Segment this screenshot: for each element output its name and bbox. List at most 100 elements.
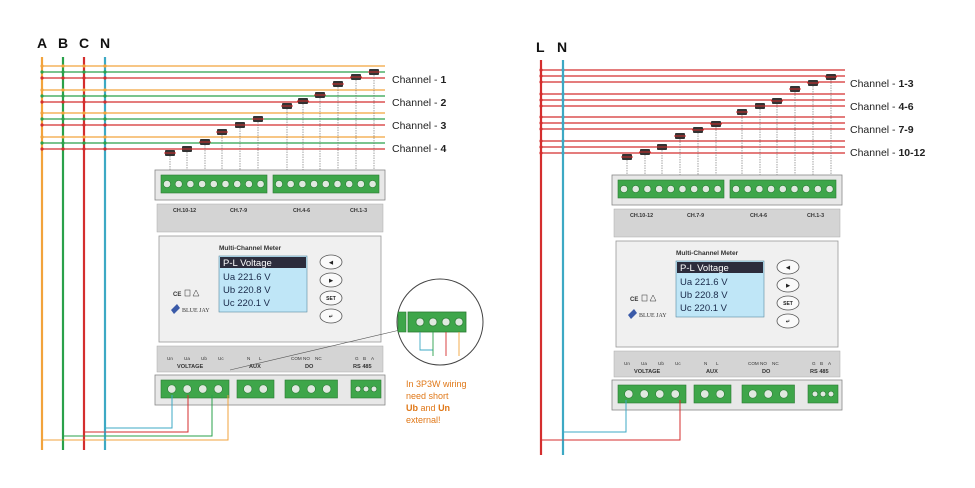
terminal-screw — [291, 384, 301, 394]
lcd-row-header: P-L Voltage — [223, 258, 272, 269]
tap-dot — [61, 100, 65, 104]
set-button[interactable] — [319, 290, 343, 306]
tap-dot — [82, 100, 86, 104]
terminal-screw — [298, 180, 307, 188]
top-label-strip — [613, 208, 841, 238]
aux-terminal-label: N — [247, 356, 250, 361]
right-diagram: L N Channel - 1-3 Channel - 4-6 Channel … — [536, 39, 925, 455]
note-line-1: In 3P3W wiring — [406, 379, 467, 389]
tap-dot — [82, 123, 86, 127]
brand-name: BLUE JAY — [182, 308, 210, 314]
tap-dot — [40, 88, 44, 92]
left-diagram: A B C N Channel - 1 Channel - 2 Channel … — [37, 35, 484, 450]
tap-dot — [40, 100, 44, 104]
do-terminal-label: COM — [748, 361, 759, 366]
rs485-terminal-label: A — [371, 356, 375, 361]
enter-button[interactable] — [776, 313, 800, 329]
terminal-screw — [655, 389, 665, 399]
terminal-screw — [182, 384, 192, 394]
terminal-screw — [310, 180, 318, 188]
terminal-screw — [700, 389, 710, 399]
lcd-row-ua: Ua 221.6 V — [680, 277, 728, 288]
enter-button[interactable] — [319, 308, 343, 324]
tap-dot — [40, 117, 44, 121]
right-arrow-button[interactable] — [776, 277, 800, 293]
terminal-screw — [362, 385, 370, 393]
double-insulation-icon — [184, 289, 191, 297]
wire-n-right — [562, 400, 627, 455]
terminal-screw — [345, 180, 354, 188]
terminal-screw — [243, 384, 253, 394]
terminal-screw — [356, 180, 365, 188]
wire-l-right — [540, 400, 681, 455]
tap-dot — [539, 121, 543, 125]
meter-title: Multi-Channel Meter — [219, 245, 282, 252]
section-rs485: RS 485 — [810, 369, 829, 375]
voltage-terminal-label: Ub — [658, 361, 664, 366]
terminal-screw — [620, 185, 628, 193]
voltage-terminal-label: Un — [624, 361, 630, 366]
terminal-screw — [368, 180, 377, 188]
tap-dot — [103, 141, 107, 145]
terminal-screw — [221, 180, 230, 188]
brand-logo-icon — [171, 304, 180, 314]
voltage-terminal-label: Ub — [201, 356, 207, 361]
left-arrow-button[interactable] — [319, 254, 343, 270]
set-button[interactable] — [776, 295, 800, 311]
tap-dot — [103, 123, 107, 127]
terminal-screw — [702, 185, 710, 193]
tap-dot — [40, 147, 44, 151]
terminal-screw — [198, 180, 206, 188]
terminal-screw — [167, 384, 177, 394]
right-arrow-button[interactable] — [319, 272, 343, 288]
tap-dot — [40, 94, 44, 98]
tap-dot — [61, 117, 65, 121]
wire-un — [104, 395, 173, 450]
terminal-screw — [198, 384, 208, 394]
terminal-screw — [715, 389, 725, 399]
wire-ub — [62, 395, 213, 450]
tap-dot — [539, 92, 543, 96]
set-button-label: SET — [326, 296, 336, 302]
enter-button-label: ↵ — [329, 314, 333, 320]
bus-label-b: B — [58, 35, 68, 51]
tap-dot — [61, 147, 65, 151]
channel-label-2: Channel - 2 — [392, 97, 446, 109]
tap-dot — [61, 88, 65, 92]
channel-label-1-3: Channel - 1-3 — [850, 78, 914, 90]
terminal-screw — [666, 185, 675, 193]
tap-dot — [61, 141, 65, 145]
ce-mark: CE — [630, 297, 638, 303]
left-arrow-button-label: ◀ — [785, 265, 790, 271]
tap-dot — [82, 117, 86, 121]
wire-ua — [41, 395, 229, 450]
section-rs485: RS 485 — [353, 364, 372, 370]
lcd-row-ub: Ub 220.8 V — [223, 285, 271, 296]
tap-dot — [82, 76, 86, 80]
tap-dot — [40, 141, 44, 145]
channel-label-1: Channel - 1 — [392, 74, 446, 86]
terminal-screw — [354, 385, 362, 393]
note-line-4: external! — [406, 415, 441, 425]
tap-dot — [103, 111, 107, 115]
lcd-row-uc: Uc 220.1 V — [680, 303, 728, 314]
terminal-screw — [639, 389, 649, 399]
tap-dot — [539, 115, 543, 119]
section-voltage: VOLTAGE — [634, 369, 660, 375]
left-arrow-button[interactable] — [776, 259, 800, 275]
terminal-screw — [819, 390, 827, 398]
tap-dot — [103, 88, 107, 92]
tap-dot — [103, 94, 107, 98]
tap-dot — [561, 127, 565, 131]
tap-dot — [61, 70, 65, 74]
rs485-terminal-label: G — [812, 361, 816, 366]
double-insulation-icon — [641, 294, 648, 302]
meter-title: Multi-Channel Meter — [676, 250, 739, 257]
tap-dot — [561, 104, 565, 108]
tap-dot — [561, 80, 565, 84]
tap-dot — [561, 121, 565, 125]
terminal-screw — [811, 390, 819, 398]
voltage-terminal-label: Ua — [641, 361, 647, 366]
